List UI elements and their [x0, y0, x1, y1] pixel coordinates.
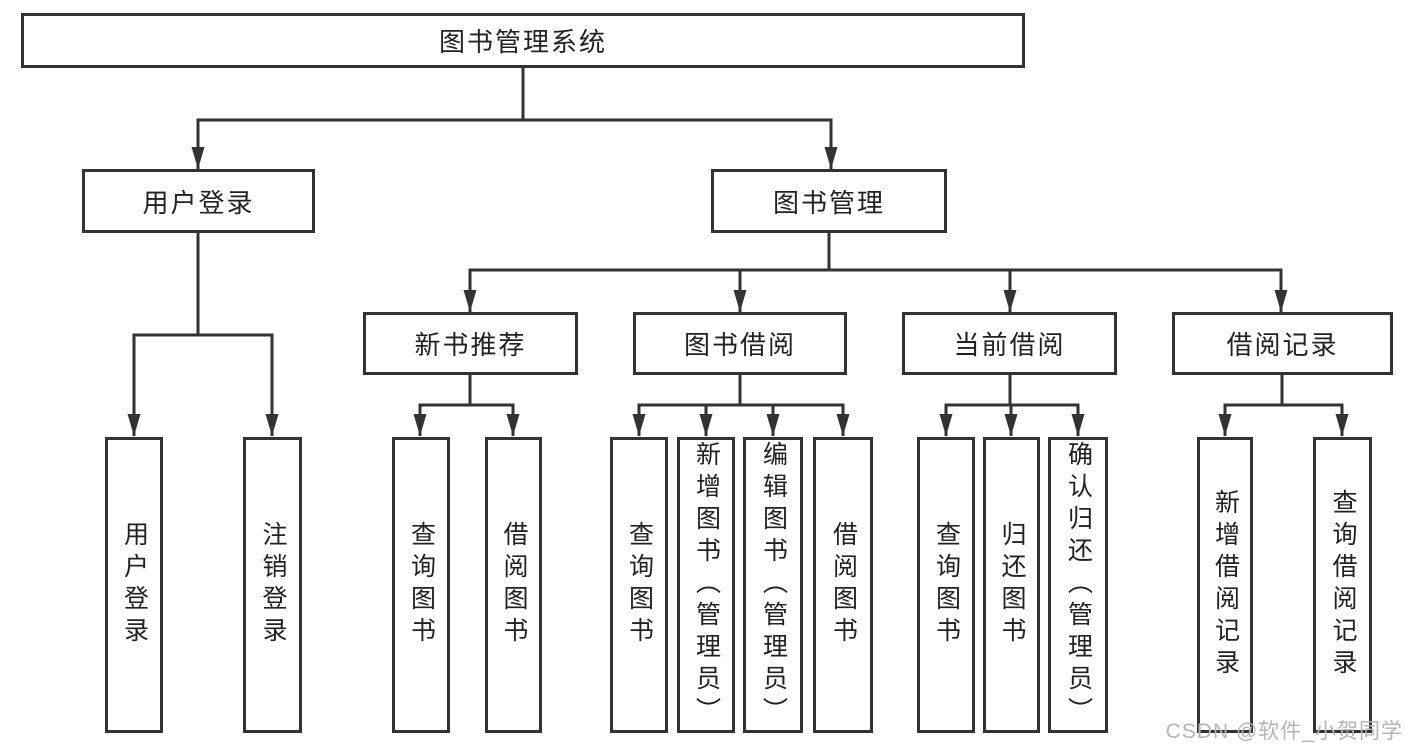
leaf-add-books-admin: 新增图书（管理员） — [677, 437, 735, 733]
leaf-user-login: 用户登录 — [105, 437, 163, 733]
node-book-management: 图书管理 — [711, 169, 947, 233]
node-user-login: 用户登录 — [82, 169, 315, 233]
leaf-return-books: 归还图书 — [983, 437, 1040, 733]
leaf-query-borrow-record: 查询借阅记录 — [1313, 437, 1372, 733]
node-book-borrowing: 图书借阅 — [633, 312, 847, 375]
leaf-query-books-recommendation: 查询图书 — [392, 437, 450, 733]
leaf-logout: 注销登录 — [243, 437, 302, 733]
leaf-confirm-return-admin: 确认归还（管理员） — [1048, 437, 1108, 733]
node-root-system: 图书管理系统 — [21, 13, 1025, 68]
node-current-borrowing: 当前借阅 — [902, 312, 1117, 375]
leaf-borrow-books: 借阅图书 — [813, 437, 873, 733]
node-borrowing-records: 借阅记录 — [1172, 312, 1393, 375]
csdn-watermark: CSDN @软件_小贺同学 — [1165, 720, 1403, 743]
leaf-borrow-books-recommendation: 借阅图书 — [485, 437, 542, 733]
leaf-query-books-borrowing: 查询图书 — [610, 437, 668, 733]
node-new-book-recommendation: 新书推荐 — [363, 312, 578, 375]
leaf-query-books-current: 查询图书 — [917, 437, 975, 733]
leaf-edit-books-admin: 编辑图书（管理员） — [743, 437, 803, 733]
leaf-add-borrow-record: 新增借阅记录 — [1197, 437, 1253, 733]
